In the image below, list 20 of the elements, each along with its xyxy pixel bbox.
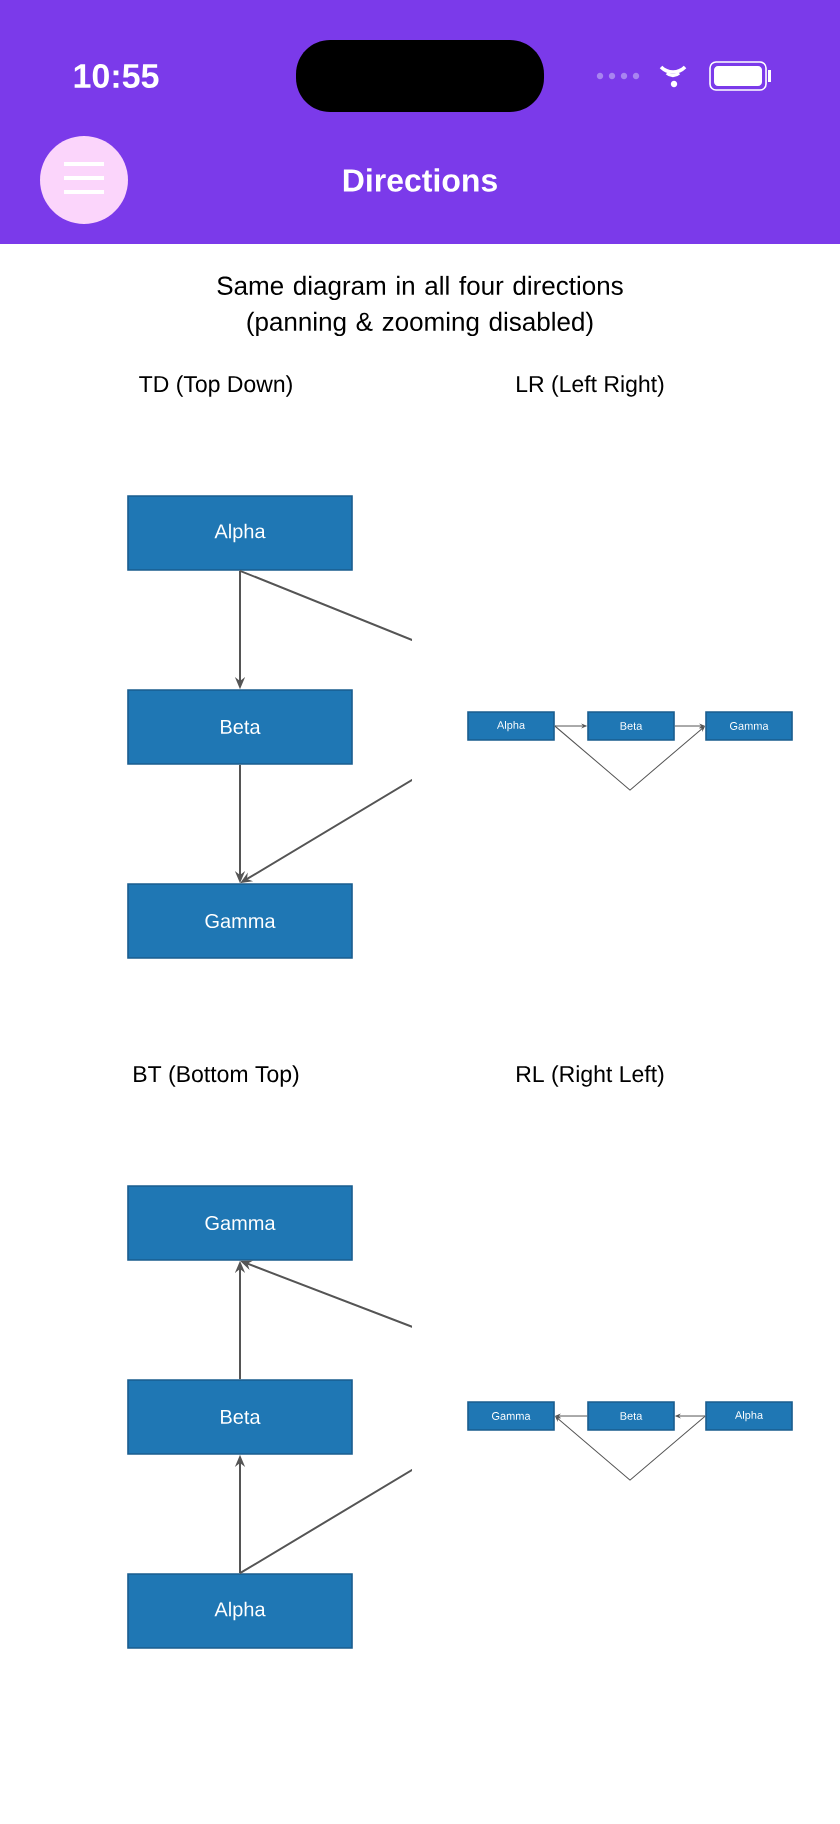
page-title: Directions xyxy=(343,168,497,192)
arrow xyxy=(239,1260,412,1575)
arrow xyxy=(554,724,587,728)
process-box: Beta xyxy=(127,1379,353,1455)
process-box: Alpha xyxy=(127,1573,353,1649)
panel-heading: TD (Top Down) xyxy=(139,375,292,397)
arrow xyxy=(555,1414,588,1418)
subtitle: Same diagram in all four directions (panning & zooming disabled) xyxy=(217,275,623,337)
process-box: Alpha xyxy=(127,495,353,571)
panel-heading: BT (Bottom Top) xyxy=(134,1065,299,1087)
arrow xyxy=(674,724,705,728)
process-box: Gamma xyxy=(127,883,353,959)
panel-heading: RL (Right Left) xyxy=(517,1065,664,1087)
arrow xyxy=(554,725,705,791)
process-box: Beta xyxy=(127,689,353,765)
panel-heading: LR (Left Right) xyxy=(517,375,664,397)
arrow xyxy=(555,1415,706,1481)
arrow xyxy=(675,1414,706,1418)
process-box: Gamma xyxy=(127,1185,353,1261)
status-time: 10:55 xyxy=(74,63,159,89)
